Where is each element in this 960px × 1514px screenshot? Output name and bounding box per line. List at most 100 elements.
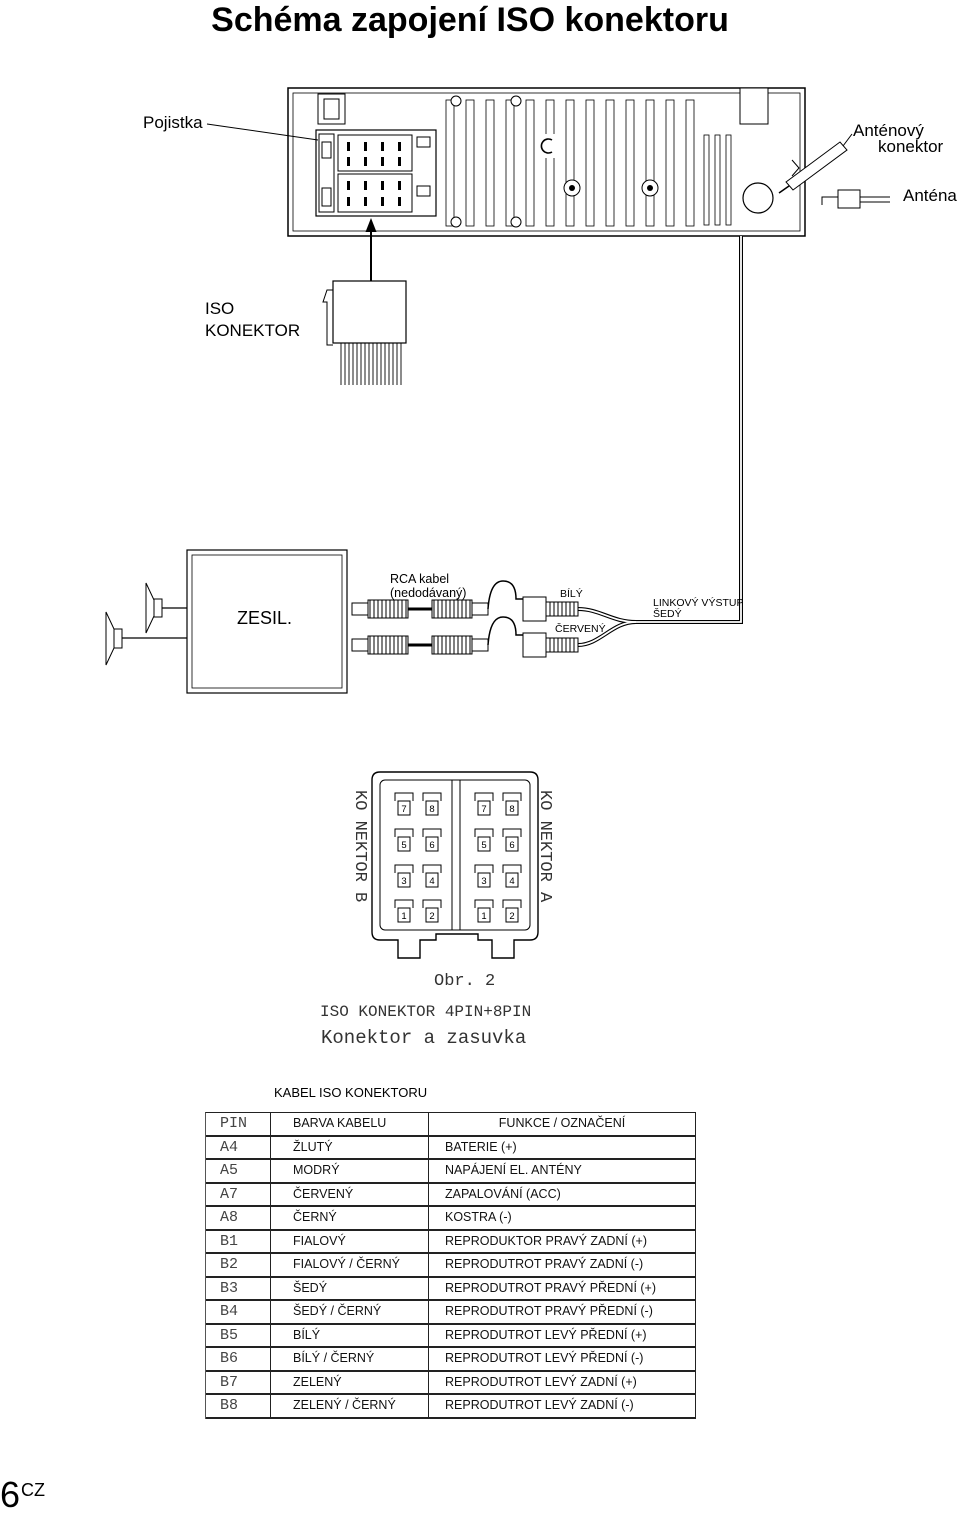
ground-clip	[540, 138, 553, 154]
connector-pin-box	[425, 800, 439, 816]
connector-pin-head	[394, 864, 414, 873]
connector-pin-box	[477, 800, 491, 816]
connector-pin-number: 4	[509, 876, 514, 887]
antenna-connector-label-1: Anténový	[853, 121, 924, 140]
connector-pin-head	[394, 792, 414, 801]
iso-connector-plug	[322, 280, 407, 385]
line-out-cable	[577, 236, 743, 647]
connector-pin-box	[477, 907, 491, 923]
socket-pin-slot	[398, 142, 401, 151]
speaker-cone	[105, 611, 115, 666]
cable-core	[636, 236, 742, 623]
connector-pin-box	[397, 907, 411, 923]
connector-pin-head	[422, 864, 442, 873]
figure-label: Obr. 2	[434, 972, 495, 991]
plug-arrow-head	[365, 218, 377, 232]
iso-socket-side-slot	[321, 187, 332, 207]
speaker-lower	[105, 611, 187, 666]
pin-cell: B2	[206, 1254, 271, 1276]
pin-cell: B8	[206, 1395, 271, 1417]
radio-top-bracket	[739, 87, 769, 125]
connector-pin-head	[422, 899, 442, 908]
rca-socket-body	[522, 596, 547, 622]
connector-pin-number: 5	[401, 840, 406, 851]
antenna-label: Anténa	[903, 186, 957, 205]
speaker-upper	[145, 582, 187, 634]
connector-pin-number: 2	[429, 911, 434, 922]
fuse-leader-line	[206, 123, 319, 141]
iso-socket-side-slot	[321, 141, 332, 159]
table-header-pin-cell: PIN	[206, 1113, 271, 1135]
wire-color-cell: ŠEDÝ / ČERNÝ	[271, 1301, 429, 1323]
connector-pin-head	[474, 899, 494, 908]
function-cell: REPRODUTROT LEVÝ PŘEDNÍ (-)	[429, 1348, 696, 1370]
antenna-plug	[821, 189, 890, 209]
socket-pin-slot	[364, 181, 367, 190]
socket-pin-slot	[364, 157, 367, 166]
socket-pin-slot	[381, 142, 384, 151]
rca-plug-body	[431, 599, 473, 619]
connector-pin-number: 8	[509, 804, 514, 815]
pin-cell: B7	[206, 1371, 271, 1393]
amplifier-box	[186, 549, 348, 694]
radio-chassis-inner-frame	[292, 92, 801, 232]
socket-pin-slot	[398, 197, 401, 206]
connector-pin-number: 7	[481, 804, 486, 815]
wire-color-cell: ČERVENÝ	[271, 1183, 429, 1205]
connector-pin-number: 3	[401, 876, 406, 887]
wire-color-cell: MODRÝ	[271, 1160, 429, 1182]
connector-pin-box	[425, 836, 439, 852]
heatsink-rib-short	[725, 134, 732, 226]
connector-pin-head	[394, 899, 414, 908]
side-notch	[791, 159, 800, 177]
function-cell: REPRODUTROT LEVÝ PŘEDNÍ (+)	[429, 1324, 696, 1346]
socket-pin-slot	[347, 142, 350, 151]
connector-pin-head	[422, 828, 442, 837]
connector-caption-2: Konektor a zasuvka	[321, 1027, 526, 1049]
function-cell: BATERIE (+)	[429, 1136, 696, 1158]
heatsink-rib	[445, 99, 455, 227]
connector-pin-number: 1	[481, 911, 486, 922]
connector-pin-box	[505, 800, 519, 816]
speaker-magnet	[153, 598, 163, 618]
heatsink-rib	[585, 99, 595, 227]
rca-plug-body	[367, 599, 409, 619]
iso-connector-label-1: ISO	[205, 299, 234, 318]
rca-socket-sleeve	[545, 601, 579, 617]
rca-cable-label-2: (nedodávaný)	[390, 586, 466, 600]
connector-pin-head	[502, 899, 522, 908]
function-cell: REPRODUTROT PRAVÝ PŘEDNÍ (-)	[429, 1301, 696, 1323]
cable-outline	[636, 236, 743, 624]
connector-a-label: KO NEKTOR A	[535, 790, 554, 903]
heatsink-rib	[625, 99, 635, 227]
rca-cable-label-1: RCA kabel	[390, 572, 449, 586]
table-header-wire-color-cell: BARVA KABELU	[271, 1113, 429, 1135]
page-title: Schéma zapojení ISO konektoru	[211, 1, 729, 39]
antenna-connector-label-2: konektor	[878, 137, 944, 156]
wire-color-cell: BÍLÝ / ČERNÝ	[271, 1348, 429, 1370]
page-language: CZ	[21, 1480, 45, 1500]
mount-notch	[510, 95, 522, 107]
connector-pin-number: 1	[401, 911, 406, 922]
connector-pin-box	[477, 836, 491, 852]
amplifier-label: ZESIL.	[237, 608, 292, 628]
mount-notch	[450, 216, 462, 228]
connector-pin-number: 5	[481, 840, 486, 851]
heatsink-rib-short	[703, 134, 710, 226]
iso-socket-latch	[416, 136, 431, 148]
function-cell: REPRODUTROT PRAVÝ ZADNÍ (-)	[429, 1254, 696, 1276]
speaker-magnet	[113, 628, 123, 649]
pin-cell: B5	[206, 1324, 271, 1346]
table-header-function-cell: FUNKCE / OZNAČENÍ	[429, 1113, 696, 1135]
connector-pin-box	[505, 907, 519, 923]
connector-inner-outline	[379, 779, 531, 931]
connector-pin-number: 6	[509, 840, 514, 851]
